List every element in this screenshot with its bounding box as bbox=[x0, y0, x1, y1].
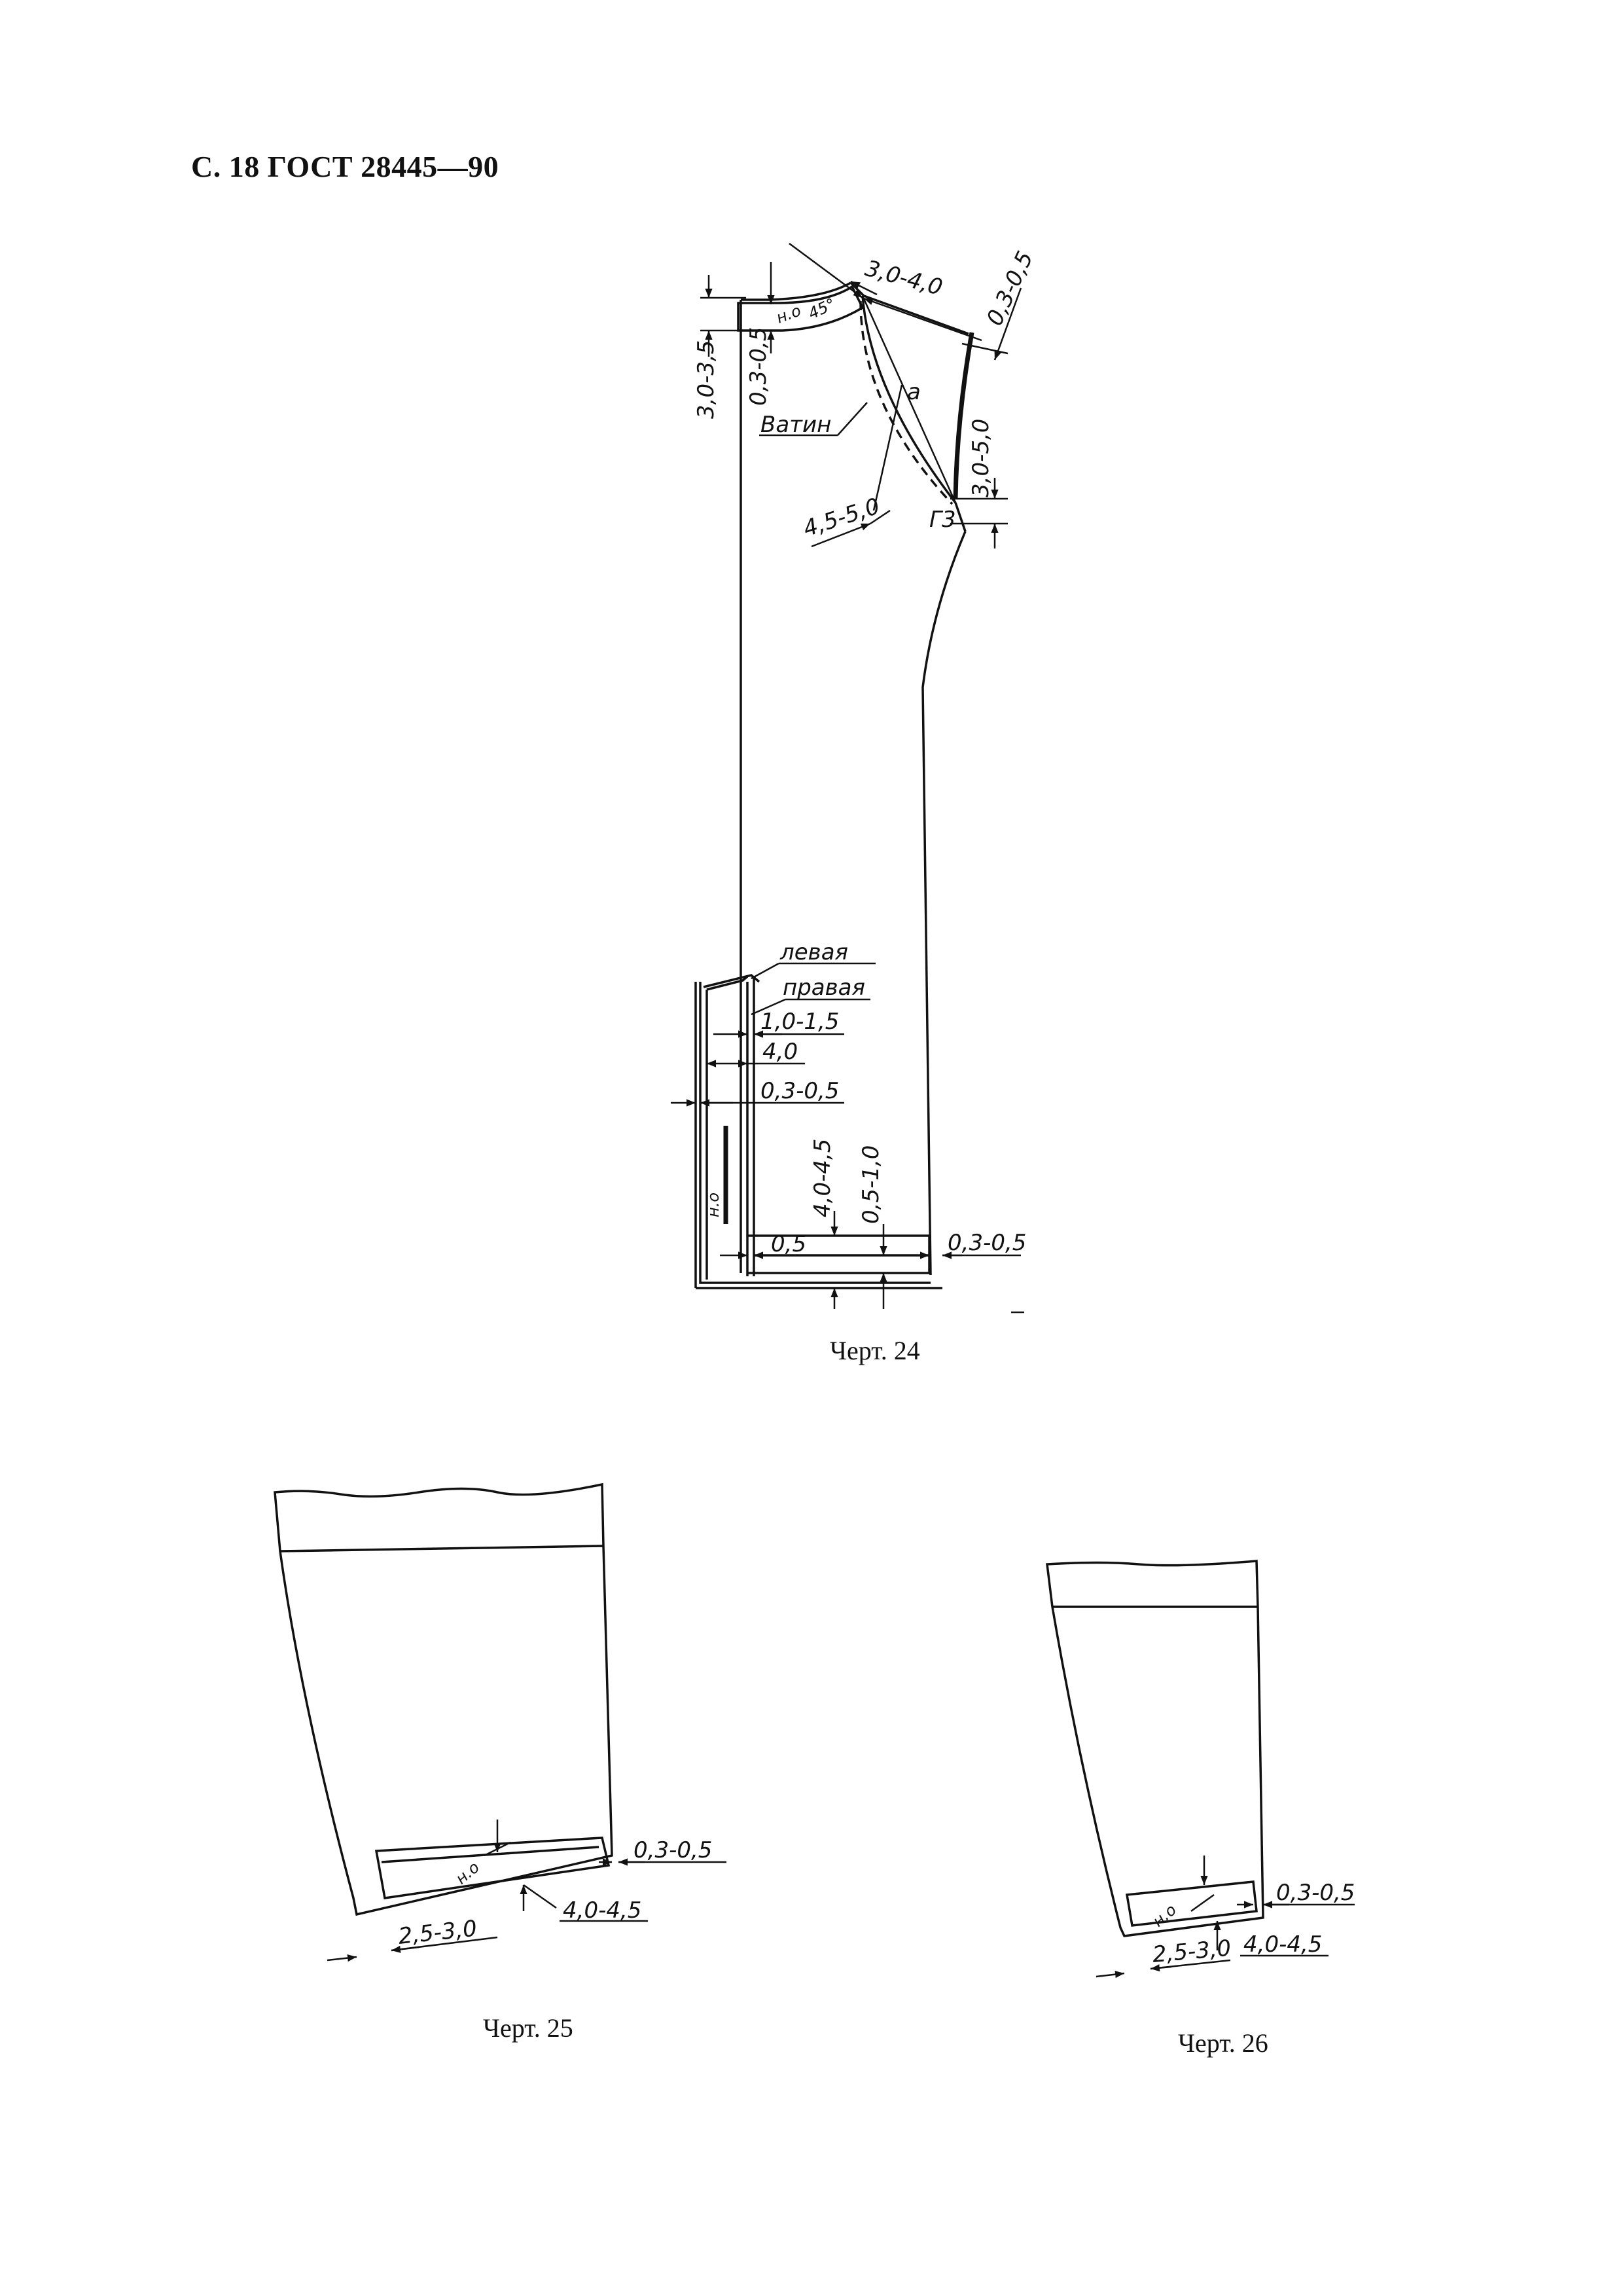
caption-fig25: Черт. 25 bbox=[483, 2013, 573, 2043]
dim-hem-height: 4,0-4,5 bbox=[810, 1139, 836, 1217]
label-point-a: а bbox=[907, 379, 921, 405]
label-right: правая bbox=[783, 975, 865, 1001]
caption-fig26: Черт. 26 bbox=[1178, 2028, 1268, 2058]
fig26-height-label: 4,0-4,5 bbox=[1243, 1931, 1322, 1958]
dim-hem-width: 0,5 bbox=[771, 1231, 806, 1257]
label-left: левая bbox=[779, 939, 848, 965]
collar-angle-label: 45° bbox=[806, 295, 838, 323]
dim-fly-1: 1,0-1,5 bbox=[760, 1009, 839, 1035]
garment-outline bbox=[694, 281, 969, 1289]
armhole bbox=[859, 295, 974, 532]
label-batting: Ватин bbox=[760, 412, 831, 438]
dim-shoulder-edge: 0,3-0,5 bbox=[982, 247, 1039, 330]
collar-thread-label: н.о bbox=[774, 301, 803, 327]
dim-fly-2: 4,0 bbox=[762, 1039, 798, 1065]
dim-armhole-depth: 3,0-5,0 bbox=[968, 419, 994, 497]
dim-collar-inner: 0,3-0,5 bbox=[745, 327, 772, 406]
dim-fly-3: 0,3-0,5 bbox=[760, 1078, 839, 1104]
fig26-thread-label: н.о bbox=[1149, 1901, 1180, 1931]
figure-26: н.о 0,3-0,5 4,0-4,5 2,5-3,0 bbox=[1046, 1560, 1355, 1979]
fig25-offset-label: 2,5-3,0 bbox=[397, 1916, 478, 1950]
fig26-edge-label: 0,3-0,5 bbox=[1276, 1880, 1355, 1906]
figure-25: н.о 0,3-0,5 4,0-4,5 2,5-3,0 bbox=[274, 1482, 726, 1962]
dimensions-fig24: 3,0-4,0 0,3-0,5 3,0-3,5 0,3-0,5 Ватин а bbox=[671, 242, 1039, 1314]
caption-fig24: Черт. 24 bbox=[830, 1336, 920, 1365]
dim-hem-edge: 0,3-0,5 bbox=[948, 1230, 1026, 1256]
figure-24: н.о 45° н.о bbox=[671, 242, 1039, 1314]
fig26-offset-label: 2,5-3,0 bbox=[1151, 1935, 1232, 1968]
label-point-g3: Г3 bbox=[929, 507, 956, 533]
collar-piece: н.о 45° bbox=[737, 285, 865, 332]
dim-collar-height: 3,0-3,5 bbox=[693, 340, 719, 419]
page-header: С. 18 ГОСТ 28445—90 bbox=[191, 150, 499, 183]
fig25-height-label: 4,0-4,5 bbox=[563, 1897, 641, 1924]
fly-thread-label: н.о bbox=[704, 1193, 722, 1217]
fly-placket: н.о bbox=[699, 974, 931, 1284]
dim-hem-inner: 0,5-1,0 bbox=[858, 1145, 884, 1224]
fig25-edge-label: 0,3-0,5 bbox=[633, 1837, 712, 1863]
